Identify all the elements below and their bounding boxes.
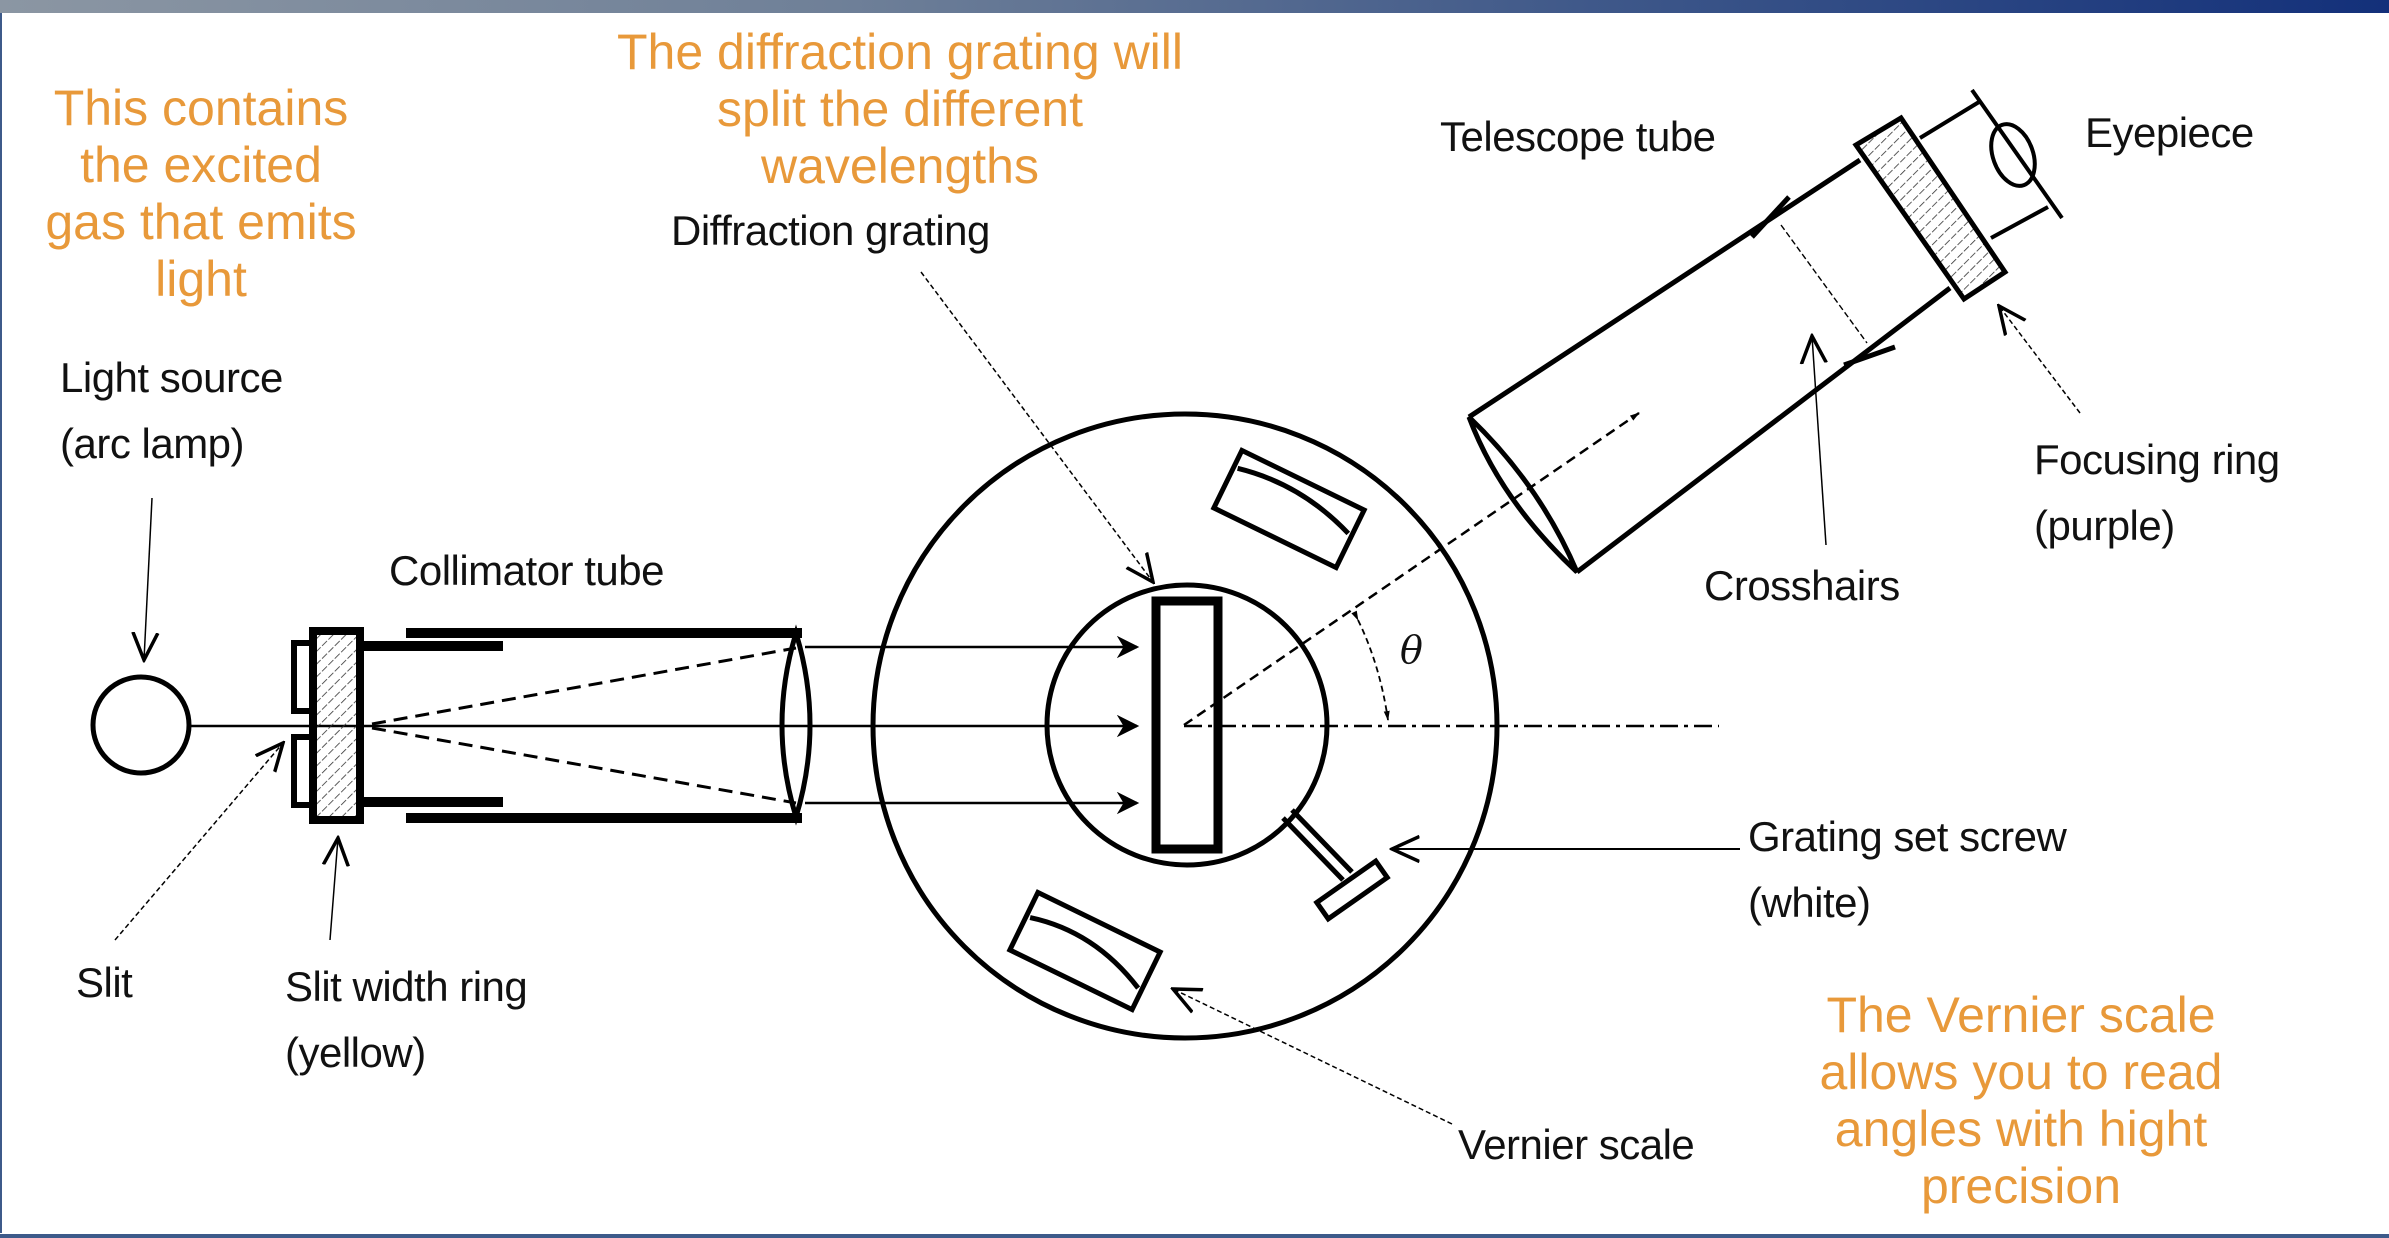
telescope-tube-icon — [1466, 157, 1952, 574]
label-light-source: Light source (arc lamp) — [60, 354, 283, 467]
slide-top-accent-bar — [0, 0, 2389, 13]
crosshair-line — [1780, 224, 1868, 344]
label-grating-set-screw: Grating set screw (white) — [1748, 813, 2067, 926]
slit-width-ring-pointer — [330, 838, 338, 941]
slit-pointer — [114, 743, 283, 941]
light-source-lamp — [90, 674, 192, 776]
slide-left-border — [0, 13, 2, 1233]
slit-jaws-icon — [291, 640, 309, 808]
vernier-scale-pointer — [1173, 989, 1453, 1125]
slide-bottom-border — [0, 1234, 2389, 1238]
label-crosshairs: Crosshairs — [1704, 562, 1900, 609]
focusing-ring-pointer — [1999, 306, 2081, 414]
label-focusing-ring: Focusing ring (purple) — [2034, 436, 2280, 549]
light-source-note: This contains the excited gas that emits… — [45, 80, 357, 307]
grating-set-screw-icon — [1281, 808, 1391, 923]
diffraction-grating-pointer — [920, 271, 1153, 582]
label-eyepiece: Eyepiece — [2085, 109, 2254, 156]
lamp-circle-icon — [90, 674, 192, 776]
theta-arc — [1351, 610, 1390, 721]
collimator-lens-icon — [779, 624, 813, 826]
grating-note: The diffraction grating will split the d… — [616, 24, 1183, 194]
label-vernier-scale: Vernier scale — [1458, 1121, 1695, 1168]
label-collimator-tube: Collimator tube — [389, 547, 664, 594]
light-source-pointer — [144, 497, 152, 660]
eyepiece-icon — [1918, 88, 2064, 240]
diffracted-ray — [1183, 411, 1640, 727]
crosshairs-pointer — [1812, 336, 1826, 546]
label-diffraction-grating: Diffraction grating — [671, 207, 990, 254]
vernier-window-upper — [1210, 447, 1368, 571]
collimator-tube-icon — [364, 628, 802, 823]
vernier-window-lower — [1006, 889, 1164, 1013]
label-slit: Slit — [76, 959, 133, 1006]
slit-width-ring-icon — [309, 627, 364, 824]
label-slit-width-ring: Slit width ring (yellow) — [285, 963, 528, 1076]
vernier-note: The Vernier scale allows you to read ang… — [1819, 987, 2223, 1214]
label-telescope-tube: Telescope tube — [1440, 113, 1716, 160]
focusing-ring-icon — [1852, 114, 2009, 303]
theta-angle-label: θ — [1400, 628, 1423, 672]
